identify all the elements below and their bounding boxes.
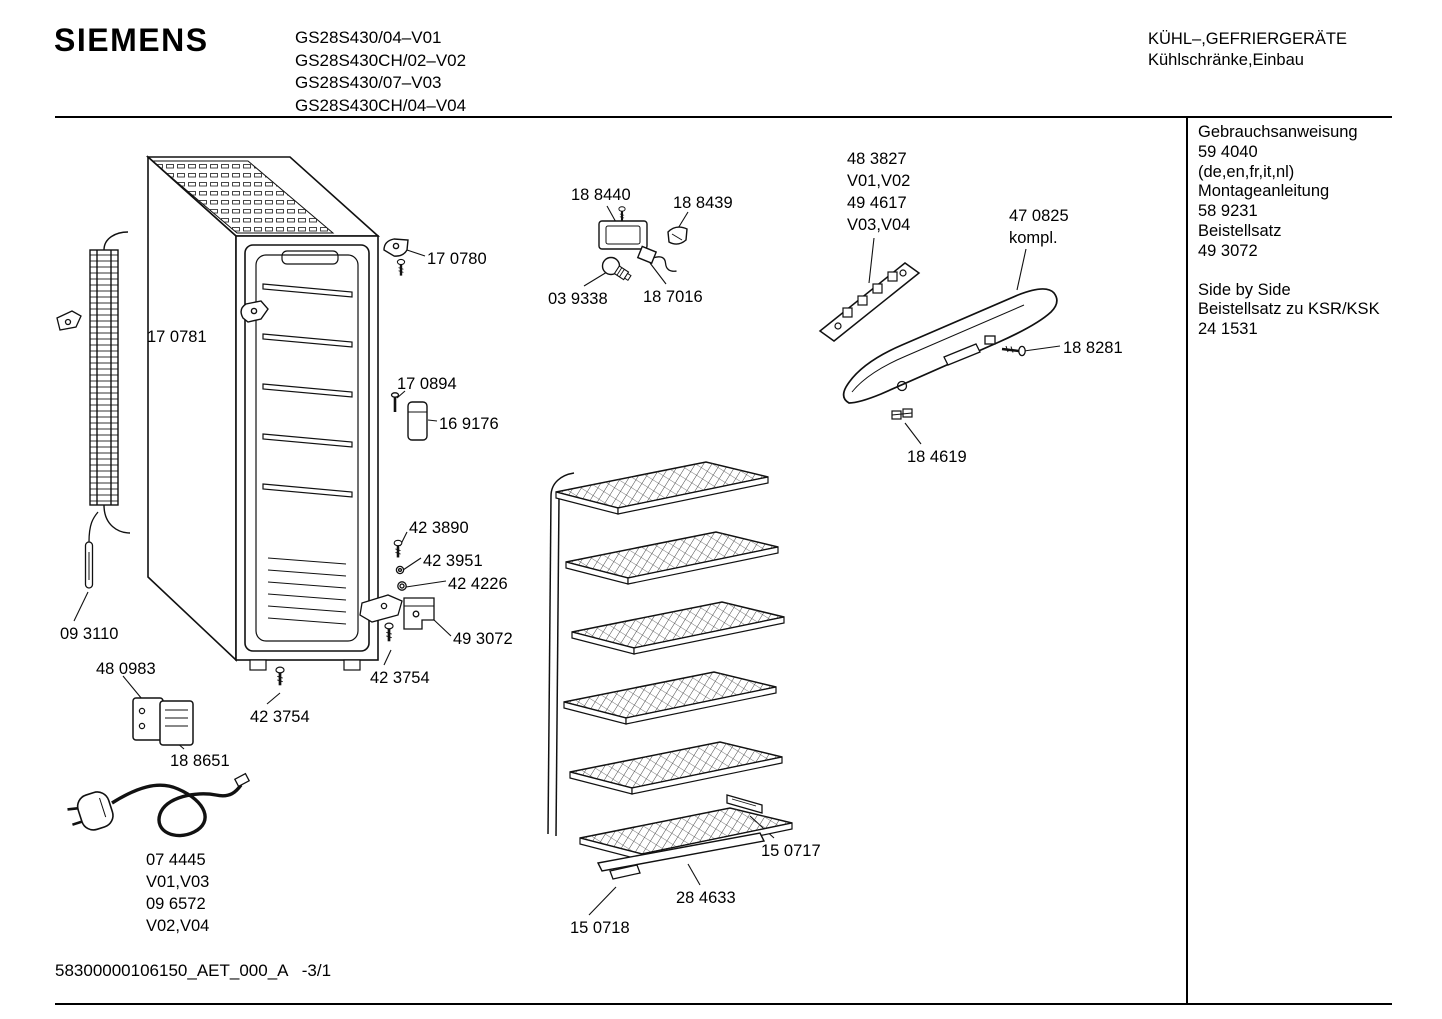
part-label-09-3110: 09 3110 bbox=[60, 625, 119, 643]
bushing-drawing bbox=[407, 401, 428, 441]
part-label-18-8440: 18 8440 bbox=[571, 186, 631, 204]
part-label-line: kompl. bbox=[1009, 229, 1058, 247]
sidebar-line: 58 9231 bbox=[1198, 202, 1258, 221]
category-header: KÜHL–,GEFRIERGERÄTE Kühlschränke,Einbau bbox=[1148, 29, 1347, 71]
model-list: GS28S430/04–V01 GS28S430CH/02–V02 GS28S4… bbox=[295, 27, 466, 117]
part-label-47-0825-group: 47 0825 kompl. bbox=[1009, 205, 1069, 249]
sidebar-line: Gebrauchsanweisung bbox=[1198, 123, 1358, 141]
sidebar-line: 49 3072 bbox=[1198, 241, 1258, 260]
model-line: GS28S430CH/02–V02 bbox=[295, 50, 467, 70]
part-label-49-3072: 49 3072 bbox=[453, 630, 513, 648]
header-divider bbox=[55, 116, 1392, 118]
part-label-42-3951: 42 3951 bbox=[423, 552, 483, 570]
lamp-assembly-drawing bbox=[598, 205, 688, 282]
part-label-17-0781: 17 0781 bbox=[147, 328, 207, 346]
bottom-ribs-drawing bbox=[267, 557, 347, 625]
part-label-17-0894: 17 0894 bbox=[397, 375, 457, 393]
coil-bracket-drawing bbox=[56, 310, 82, 331]
part-label-03-9338: 03 9338 bbox=[548, 290, 608, 308]
part-label-16-9176: 16 9176 bbox=[439, 415, 499, 433]
power-cord-drawing bbox=[67, 772, 251, 838]
condenser-coil-drawing bbox=[89, 231, 131, 534]
panel-clip-drawing bbox=[891, 408, 913, 420]
sidebar-line: Montageanleitung bbox=[1198, 182, 1330, 201]
cabinet-drawing bbox=[145, 155, 381, 671]
shelf-clip-drawing bbox=[609, 864, 641, 880]
part-label-42-4226: 42 4226 bbox=[448, 575, 508, 593]
part-label-42-3890: 42 3890 bbox=[409, 519, 469, 537]
part-label-line: 48 3827 bbox=[847, 150, 907, 168]
mid-hinge-drawing bbox=[240, 300, 269, 323]
part-label-28-4633: 28 4633 bbox=[676, 889, 736, 907]
part-label-48-3827-group: 48 3827 V01,V02 49 4617 V03,V04 bbox=[847, 148, 910, 236]
sidebar-line: 59 4040 bbox=[1198, 142, 1258, 161]
part-label-18-8651: 18 8651 bbox=[170, 752, 230, 770]
part-label-42-3754-a: 42 3754 bbox=[370, 669, 430, 687]
base-screw-drawing bbox=[274, 665, 286, 687]
evaporator-rods-drawing bbox=[262, 283, 353, 498]
sidebar-divider bbox=[1186, 116, 1188, 1005]
sensor-drawing bbox=[84, 511, 99, 589]
part-label-18-4619: 18 4619 bbox=[907, 448, 967, 466]
model-line: GS28S430/07–V03 bbox=[295, 73, 442, 92]
part-label-18-7016: 18 7016 bbox=[643, 288, 703, 306]
pcb-drawing bbox=[818, 262, 921, 342]
model-line: GS28S430/04–V01 bbox=[295, 28, 442, 47]
sidebar-block-manuals: Gebrauchsanweisung 59 4040 (de,en,fr,it,… bbox=[1198, 123, 1413, 262]
socket-drawing bbox=[636, 245, 677, 272]
part-label-07-4445-group: 07 4445 V01,V03 09 6572 V02,V04 bbox=[146, 849, 209, 937]
transformer-drawing bbox=[132, 697, 194, 746]
sidebar-line: 24 1531 bbox=[1198, 320, 1258, 339]
part-label-line: V01,V02 bbox=[847, 172, 911, 190]
shelf-bar-drawing bbox=[596, 832, 766, 872]
document-number: 58300000106150_AET_000_A -3/1 bbox=[55, 961, 332, 980]
sidebar-line: (de,en,fr,it,nl) bbox=[1198, 162, 1295, 181]
shelf-rail-drawing bbox=[726, 794, 763, 814]
sidebar-line: Beistellsatz zu KSR/KSK bbox=[1198, 300, 1380, 319]
door-pin-drawing bbox=[390, 392, 400, 412]
part-label-line: V03,V04 bbox=[847, 216, 911, 234]
part-label-17-0780: 17 0780 bbox=[427, 250, 487, 268]
part-label-15-0718: 15 0718 bbox=[570, 919, 630, 937]
part-label-line: 07 4445 bbox=[146, 851, 206, 869]
panel-screw-drawing bbox=[1001, 345, 1026, 357]
part-label-line: V01,V03 bbox=[146, 873, 210, 891]
part-label-42-3754-b: 42 3754 bbox=[250, 708, 310, 726]
document-info-sidebar: Gebrauchsanweisung 59 4040 (de,en,fr,it,… bbox=[1198, 123, 1413, 340]
part-label-15-0717: 15 0717 bbox=[761, 842, 821, 860]
model-line: GS28S430CH/04–V04 bbox=[295, 95, 467, 115]
control-panel-drawing bbox=[842, 288, 1058, 404]
sidebar-line: Side by Side bbox=[1198, 280, 1291, 299]
sidebar-block-side-by-side: Side by Side Beistellsatz zu KSR/KSK 24 … bbox=[1198, 281, 1413, 340]
sidebar-line: Beistellsatz bbox=[1198, 221, 1282, 240]
bulb-drawing bbox=[601, 256, 632, 282]
lamp-clip-drawing bbox=[667, 226, 688, 245]
brand-logo: SIEMENS bbox=[54, 22, 209, 58]
part-label-18-8439: 18 8439 bbox=[673, 194, 733, 212]
part-label-line: 09 6572 bbox=[146, 895, 206, 913]
top-hinge-drawing bbox=[383, 238, 409, 277]
part-label-line: 49 4617 bbox=[847, 194, 907, 212]
part-label-18-8281: 18 8281 bbox=[1063, 339, 1123, 357]
part-label-line: 47 0825 bbox=[1009, 207, 1069, 225]
footer-divider bbox=[55, 1003, 1392, 1005]
category-line: KÜHL–,GEFRIERGERÄTE bbox=[1148, 30, 1347, 48]
shelf-stack-drawing bbox=[547, 461, 793, 880]
category-line: Kühlschränke,Einbau bbox=[1148, 51, 1304, 69]
part-label-line: V02,V04 bbox=[146, 917, 210, 935]
door-bearing-parts-drawing bbox=[359, 539, 435, 643]
part-label-48-0983: 48 0983 bbox=[96, 660, 156, 678]
